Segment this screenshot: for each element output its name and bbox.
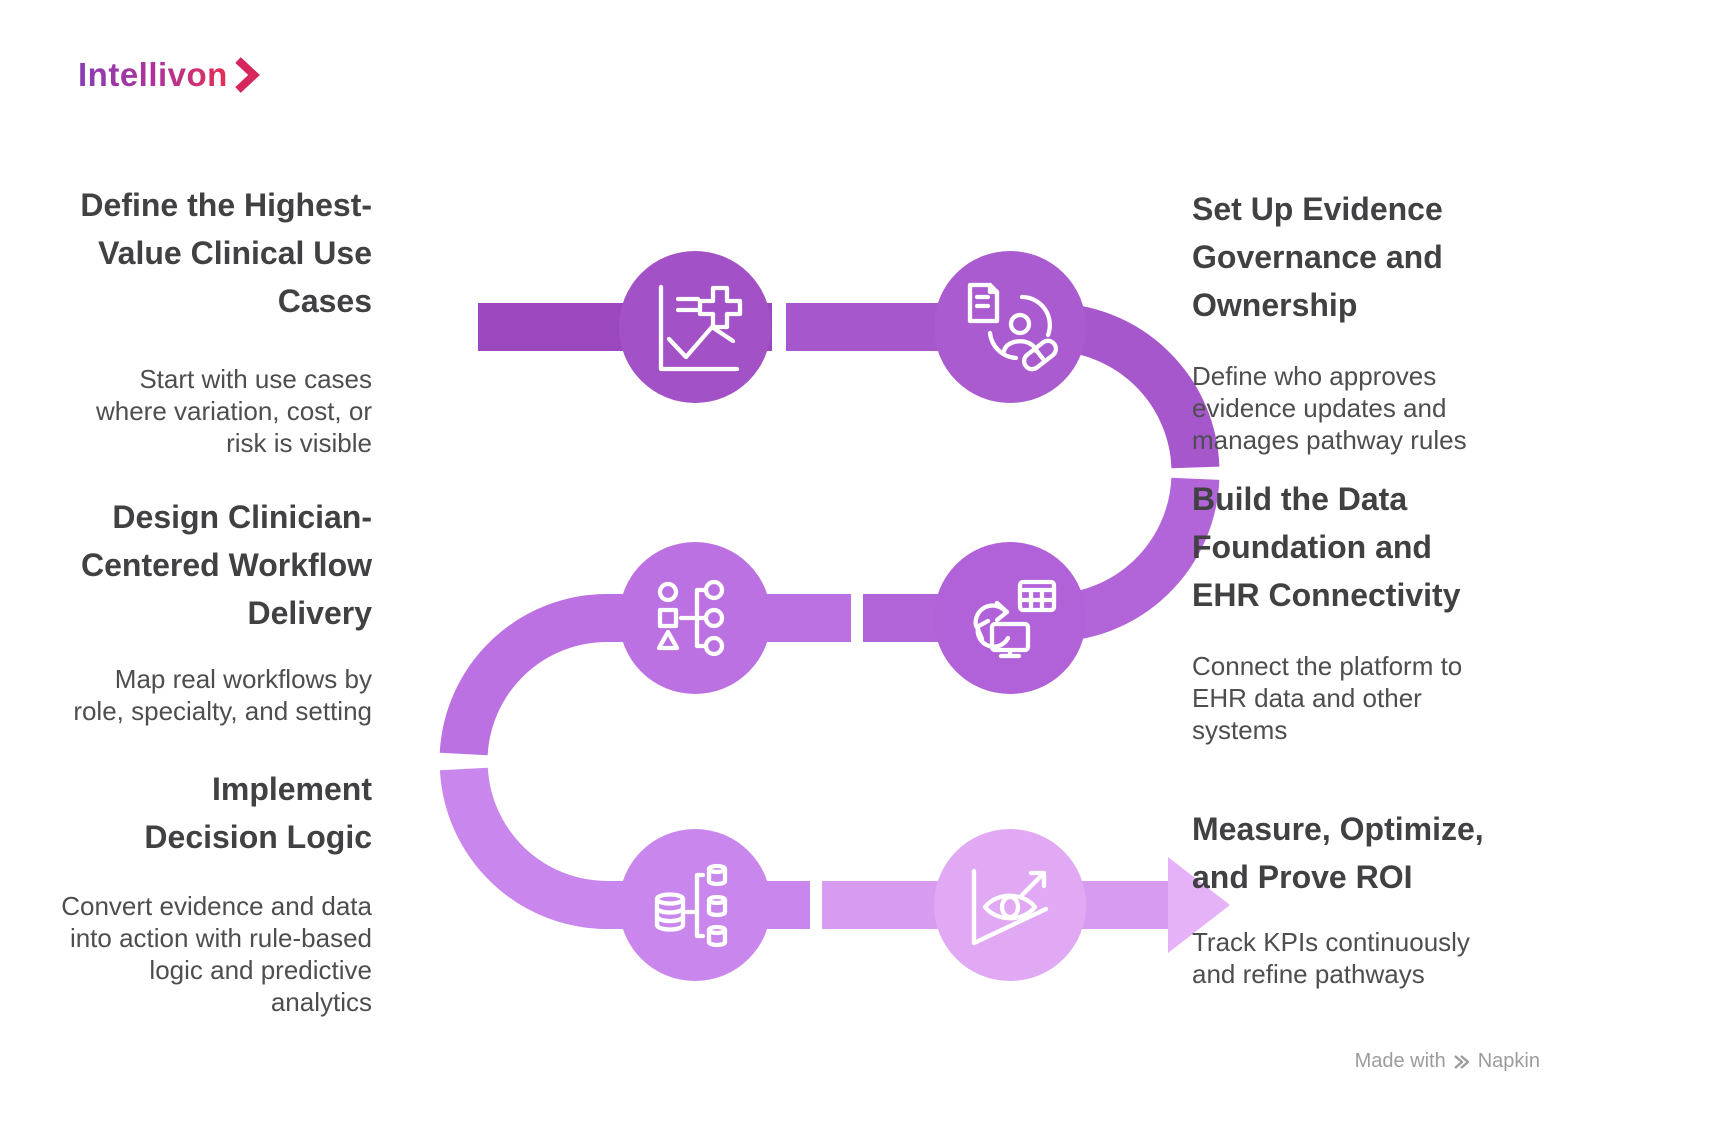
step-text-block-evidence-governance: Set Up Evidence Governance and Ownership… xyxy=(1192,185,1522,456)
step-body-line: risk is visible xyxy=(226,428,372,458)
step-heading: Implement Decision Logic xyxy=(32,765,372,861)
step-heading-line: Measure, Optimize, xyxy=(1192,811,1484,847)
watermark-prefix: Made with xyxy=(1354,1050,1446,1072)
step-body-line: into action with rule-based xyxy=(69,923,372,953)
step-body-line: Define who approves xyxy=(1192,361,1437,391)
step-heading-line: Foundation and xyxy=(1192,529,1432,565)
step-heading-line: Delivery xyxy=(247,595,372,631)
step-heading-line: Design Clinician- xyxy=(112,499,372,535)
step-body-line: role, specialty, and setting xyxy=(73,696,372,726)
step-text-block-decision-logic: Implement Decision Logic Convert evidenc… xyxy=(32,765,372,1018)
intellivon-logo: Intellivon xyxy=(78,56,260,94)
step-body-line: Convert evidence and data xyxy=(61,891,372,921)
step-heading-line: Cases xyxy=(277,283,372,319)
step-heading: Set Up Evidence Governance and Ownership xyxy=(1192,185,1522,329)
data-sync-table-monitor-icon xyxy=(973,579,1057,659)
step-heading-line: Decision Logic xyxy=(144,819,372,855)
step-heading-line: Ownership xyxy=(1192,287,1358,323)
flow-node-3 xyxy=(934,542,1086,694)
step-heading-line: Build the Data xyxy=(1192,481,1408,517)
step-body: Convert evidence and data into action wi… xyxy=(32,890,372,1018)
step-heading-line: Centered Workflow xyxy=(81,547,372,583)
clinician-profile-pill-icon xyxy=(967,282,1059,372)
step-text-block-define-use-cases: Define the Highest- Value Clinical Use C… xyxy=(32,181,372,459)
step-body-line: systems xyxy=(1192,715,1288,745)
step-body-line: logic and predictive xyxy=(149,955,372,985)
step-heading-line: Governance and xyxy=(1192,239,1443,275)
step-body: Map real workflows by role, specialty, a… xyxy=(32,663,372,727)
napkin-logo-icon xyxy=(1453,1054,1469,1069)
chart-medical-plus-icon xyxy=(658,284,743,372)
flow-node-1 xyxy=(619,251,771,403)
step-heading: Define the Highest- Value Clinical Use C… xyxy=(32,181,372,325)
step-body: Connect the platform to EHR data and oth… xyxy=(1192,650,1522,746)
step-body-line: Map real workflows by xyxy=(114,664,372,694)
step-heading-line: and Prove ROI xyxy=(1192,859,1413,895)
step-text-block-clinician-workflow: Design Clinician- Centered Workflow Deli… xyxy=(32,493,372,727)
flow-node-6 xyxy=(934,829,1086,981)
step-heading-line: Value Clinical Use xyxy=(98,235,372,271)
step-body-line: analytics xyxy=(270,987,372,1017)
flow-segment-4 xyxy=(439,594,851,756)
flow-arrowhead xyxy=(1168,857,1230,953)
napkin-watermark: Made with Napkin xyxy=(1355,1050,1540,1073)
flow-segment-5 xyxy=(439,767,810,929)
step-text-block-measure-roi: Measure, Optimize, and Prove ROI Track K… xyxy=(1192,805,1522,990)
watermark-brand: Napkin xyxy=(1477,1050,1540,1072)
step-body-line: and refine pathways xyxy=(1192,959,1425,989)
step-body: Start with use cases where variation, co… xyxy=(32,363,372,459)
step-body-line: EHR data and other xyxy=(1192,683,1422,713)
step-body: Track KPIs continuously and refine pathw… xyxy=(1192,926,1522,990)
step-heading: Build the Data Foundation and EHR Connec… xyxy=(1192,475,1522,619)
step-heading-line: Implement xyxy=(211,771,372,807)
step-heading: Measure, Optimize, and Prove ROI xyxy=(1192,805,1522,901)
step-body-line: manages pathway rules xyxy=(1192,425,1467,455)
logo-wordmark: Intellivon xyxy=(78,56,228,93)
step-text-block-data-foundation: Build the Data Foundation and EHR Connec… xyxy=(1192,475,1522,746)
step-heading-line: EHR Connectivity xyxy=(1192,577,1461,613)
step-heading-line: Define the Highest- xyxy=(80,187,372,223)
step-body-line: Connect the platform to xyxy=(1192,651,1463,681)
step-body-line: where variation, cost, or xyxy=(95,396,372,426)
step-body: Define who approves evidence updates and… xyxy=(1192,360,1522,456)
step-heading-line: Set Up Evidence xyxy=(1192,191,1443,227)
step-heading: Design Clinician- Centered Workflow Deli… xyxy=(32,493,372,637)
database-branch-icon xyxy=(654,863,728,948)
step-body-line: Start with use cases xyxy=(139,364,372,394)
logo-chevron-icon xyxy=(235,57,260,93)
step-body-line: evidence updates and xyxy=(1192,393,1447,423)
workflow-shapes-branch-icon xyxy=(656,579,725,657)
step-body-line: Track KPIs continuously xyxy=(1192,927,1470,957)
eye-trend-arrow-icon xyxy=(971,868,1049,946)
